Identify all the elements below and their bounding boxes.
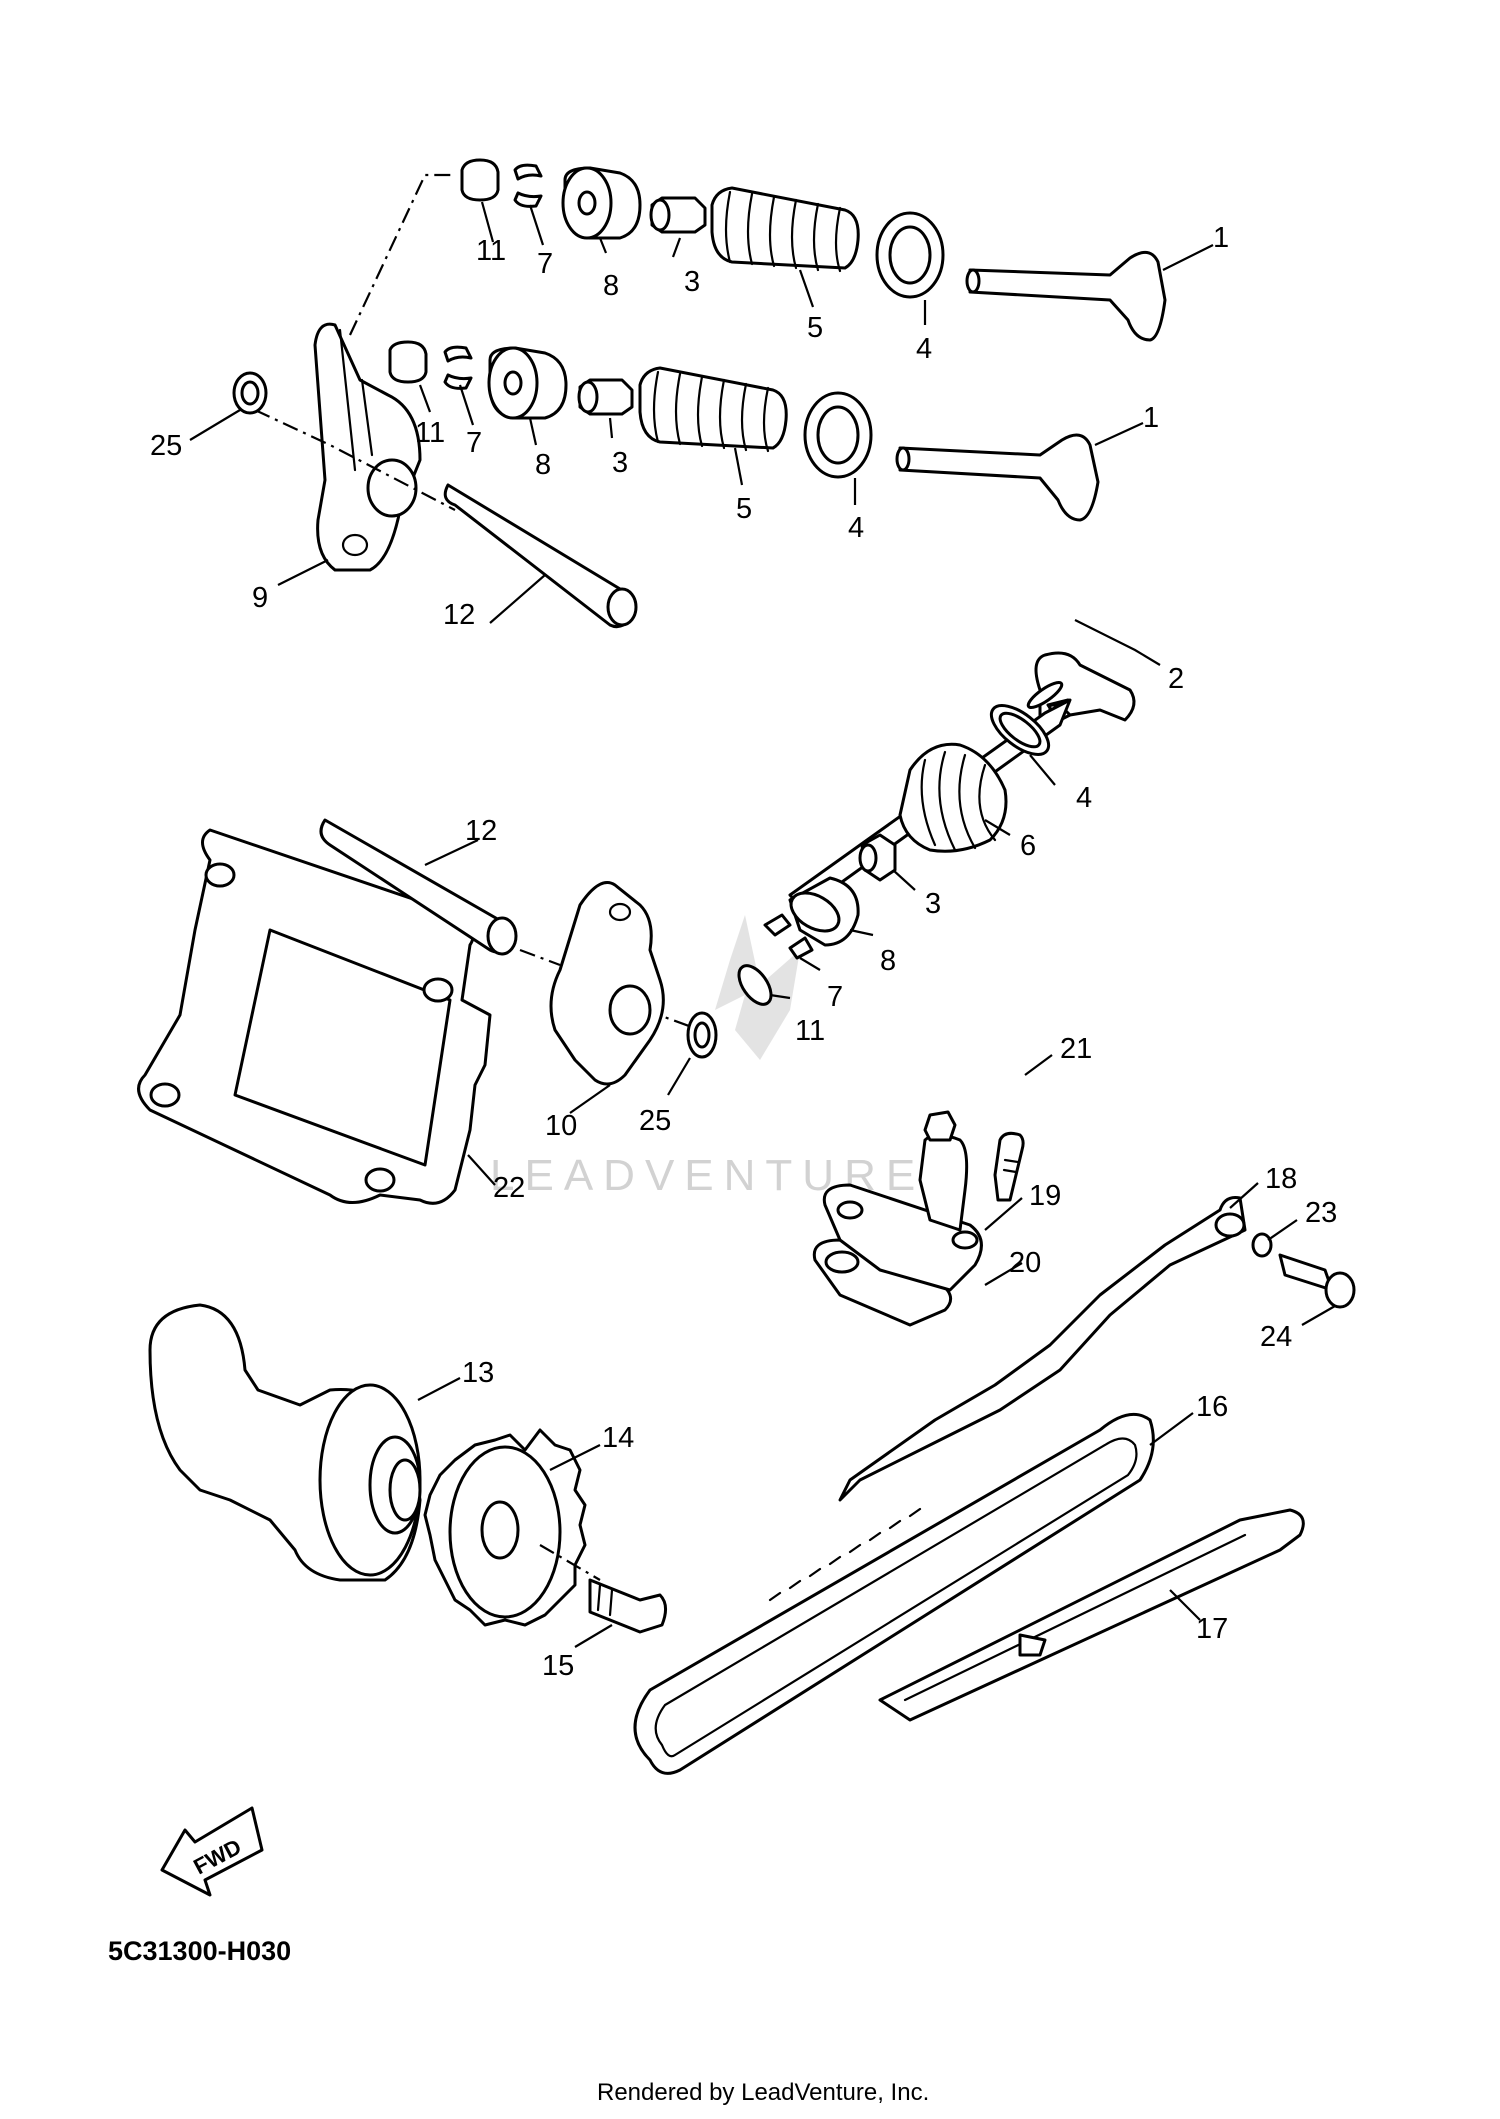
callout-7: 7 [537,248,553,280]
watermark: LEADVENTURE [490,915,915,1200]
callout-22: 22 [493,1172,525,1204]
valve-spring-retainer-8b [487,346,568,420]
valve-cotter-7b [443,345,473,390]
callout-9: 9 [252,582,268,614]
callout-6: 6 [1020,830,1036,862]
o-ring-23 [1251,1232,1273,1258]
valve-stem-cap-11a [460,158,500,202]
callout-4: 4 [1076,782,1092,814]
valve-spring-6 [898,742,1008,853]
valve-stem-cap-11b [388,340,428,384]
leader-lines [189,201,1336,1648]
valve-spring-retainer-8a [561,166,642,240]
valve-cotter-7c [763,913,814,960]
callout-21: 21 [1060,1033,1092,1065]
callout-7: 7 [466,427,482,459]
callout-24: 24 [1260,1321,1292,1353]
callout-5: 5 [736,493,752,525]
callout-5: 5 [807,312,823,344]
callout-1: 1 [1213,222,1229,254]
callout-10: 10 [545,1110,577,1142]
callout-8: 8 [880,945,896,977]
callout-11: 11 [795,1015,825,1047]
valve-spring-retainer-8c [788,876,860,947]
rocker-washer-25b [686,1011,718,1059]
callout-14: 14 [602,1422,634,1454]
callout-15: 15 [542,1650,574,1682]
callout-4: 4 [916,333,932,365]
rocker-washer-25a [232,371,268,415]
valve-spring-5a [710,186,860,273]
callout-12: 12 [465,815,497,847]
callout-25: 25 [639,1105,671,1137]
assembly-line [539,1544,601,1581]
valve-stem-seal-3b [577,378,634,416]
valve-stem-cap-11c [737,964,773,1006]
camshaft-13 [148,1303,422,1582]
footer-credit: Rendered by LeadVenture, Inc. [597,2079,930,2106]
cylinder-head-gasket-22 [137,828,492,1205]
valve-spring-seat-4c [989,704,1051,756]
guide-bolt-24 [1278,1253,1356,1309]
diagram-code: 5C31300-H030 [108,1936,292,1966]
callout-8: 8 [603,270,619,302]
callout-11: 11 [415,417,445,449]
chain-guide-18 [838,1196,1247,1502]
valve-stem-seal-3a [649,196,707,234]
callout-3: 3 [612,447,628,479]
valve-1a [965,250,1167,342]
rocker-arm-9 [313,322,422,572]
rocker-shaft-12a [443,483,638,629]
assembly-line [349,173,455,336]
callout-19: 19 [1029,1180,1061,1212]
valve-1b [895,433,1100,522]
cam-sprocket-14 [423,1428,587,1627]
callout-8: 8 [535,449,551,481]
callout-numbers: 1 1 2 3 3 3 4 4 4 5 5 6 7 7 7 8 8 8 9 10… [150,222,1337,1682]
callout-7: 7 [827,981,843,1013]
valve-spring-seat-4b [803,391,873,479]
callout-16: 16 [1196,1391,1228,1423]
callout-20: 20 [1009,1247,1041,1279]
callout-23: 23 [1305,1197,1337,1229]
chain-guide-17 [878,1508,1305,1722]
callout-13: 13 [462,1357,494,1389]
sprocket-bolt-15 [588,1578,667,1634]
tensioner-bolt-21 [993,1131,1025,1202]
callout-4: 4 [848,512,864,544]
rocker-arm-10 [549,881,665,1086]
callout-25: 25 [150,430,182,462]
callout-11: 11 [476,235,506,267]
valve-spring-5b [638,366,788,453]
valve-assembly-top-row [349,158,1167,342]
callout-17: 17 [1196,1613,1228,1645]
valve-spring-seat-4a [875,211,945,299]
callout-12: 12 [443,599,475,631]
callout-3: 3 [925,888,941,920]
callout-2: 2 [1168,663,1184,695]
cam-chain-tensioner-19 [822,1110,983,1292]
valve-stem-seal-3c [858,833,897,882]
callout-1: 1 [1143,402,1159,434]
rocker-shaft-12b [319,818,518,956]
valve-cotter-7a [513,163,543,208]
tensioner-gasket-20 [812,1238,953,1327]
cam-chain-16 [633,1412,1155,1775]
callout-18: 18 [1265,1163,1297,1195]
forward-direction-arrow: FWD [160,1806,264,1897]
valve-assembly-second-row [388,340,1100,522]
callout-3: 3 [684,266,700,298]
